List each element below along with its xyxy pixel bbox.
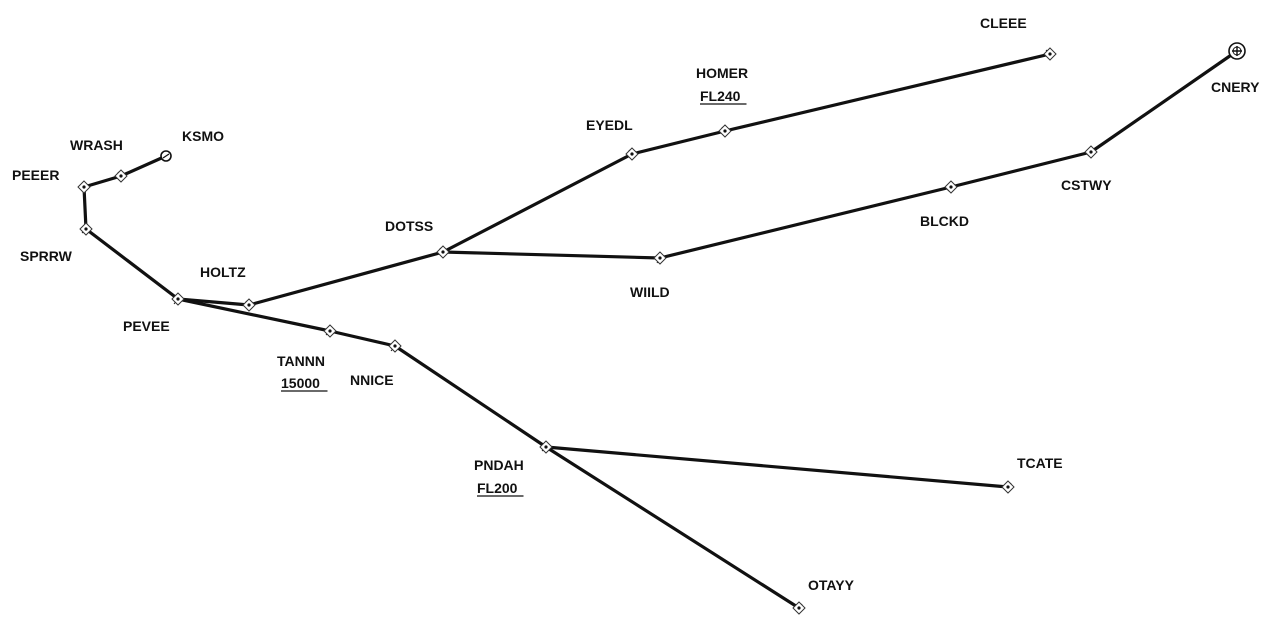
route-segment-dotss-eyedl — [441, 152, 634, 254]
waypoint-center-dot — [82, 185, 86, 189]
fix-label-ksmo: KSMO — [182, 128, 224, 144]
fix-label-cstwy: CSTWY — [1061, 177, 1112, 193]
fix-label-wiild: WIILD — [630, 284, 670, 300]
fix-holtz[interactable] — [242, 298, 256, 312]
fix-cnery[interactable] — [1228, 42, 1246, 60]
route-segment-holtz-dotss — [247, 250, 445, 307]
fix-label-cnery: CNERY — [1211, 79, 1260, 95]
runway-mark — [162, 153, 170, 159]
fix-sprrw[interactable] — [79, 222, 93, 236]
waypoint-center-dot — [544, 445, 548, 449]
fix-wrash[interactable] — [114, 169, 128, 183]
fix-eyedl[interactable] — [625, 147, 639, 161]
fix-label-wrash: WRASH — [70, 137, 123, 153]
route-segment-dotss-wiild — [441, 250, 662, 260]
fix-homer[interactable] — [718, 124, 732, 138]
fix-label-blckd: BLCKD — [920, 213, 969, 229]
waypoint-center-dot — [1089, 150, 1093, 154]
route-segment-ksmo-wrash — [119, 154, 168, 178]
altitude-restriction-tannn: 15000 — [281, 375, 320, 391]
waypoint-center-dot — [797, 606, 801, 610]
fix-label-sprrw: SPRRW — [20, 248, 73, 264]
waypoint-center-dot — [723, 129, 727, 133]
fix-label-otayy: OTAYY — [808, 577, 855, 593]
waypoint-center-dot — [441, 250, 445, 254]
route-segment-nnice-pndah — [393, 344, 548, 449]
fix-label-peeer: PEEER — [12, 167, 59, 183]
route-segment-tannn-nnice — [328, 329, 397, 348]
label-leader-lines — [79, 49, 1238, 609]
fix-nnice[interactable] — [388, 339, 402, 353]
route-segment-wrash-peeer — [82, 174, 123, 189]
route-segment-eyedl-homer — [630, 129, 727, 156]
waypoint-center-dot — [949, 185, 953, 189]
fix-blckd[interactable] — [944, 180, 958, 194]
route-segment-pndah-tcate — [544, 445, 1010, 489]
route-segment-blckd-cstwy — [949, 150, 1093, 189]
waypoint-center-dot — [247, 303, 251, 307]
waypoint-center-dot — [328, 329, 332, 333]
route-segment-sprrw-pevee — [84, 227, 180, 301]
waypoint-center-dot — [393, 344, 397, 348]
fix-otayy[interactable] — [792, 601, 806, 615]
fix-wiild[interactable] — [653, 251, 667, 265]
fix-pevee[interactable] — [171, 292, 185, 306]
fix-label-eyedl: EYEDL — [586, 117, 633, 133]
fix-labels: KSMO WRASH PEEER SPRRW PEVEE HOLTZ DOTSS EYEDL H… — [12, 15, 1260, 593]
fix-peeer[interactable] — [77, 180, 91, 194]
fix-dotss[interactable] — [436, 245, 450, 259]
fix-cleee[interactable] — [1043, 47, 1057, 61]
waypoint-center-dot — [1048, 52, 1052, 56]
fix-label-dotss: DOTSS — [385, 218, 433, 234]
fix-cstwy[interactable] — [1084, 145, 1098, 159]
fix-tannn[interactable] — [323, 324, 337, 338]
fix-label-tannn: TANNN — [277, 353, 325, 369]
route-segment-peeer-sprrw — [82, 185, 88, 231]
waypoint-center-dot — [176, 297, 180, 301]
vor-crosshair — [1232, 46, 1242, 56]
route-segment-wiild-blckd — [658, 185, 953, 260]
fix-pndah[interactable] — [539, 440, 553, 454]
waypoint-center-dot — [630, 152, 634, 156]
fix-symbols — [77, 42, 1246, 615]
waypoint-center-dot — [119, 174, 123, 178]
waypoint-center-dot — [658, 256, 662, 260]
fix-label-homer: HOMER — [696, 65, 748, 81]
waypoint-center-dot — [84, 227, 88, 231]
altitude-restriction-pndah: FL200 — [477, 480, 518, 496]
fix-tcate[interactable] — [1001, 480, 1015, 494]
fix-label-nnice: NNICE — [350, 372, 394, 388]
route-lines — [82, 49, 1239, 610]
fix-label-tcate: TCATE — [1017, 455, 1063, 471]
route-segment-pevee-tannn — [176, 297, 332, 333]
fix-ksmo[interactable] — [160, 150, 172, 162]
waypoint-center-dot — [1006, 485, 1010, 489]
fix-label-pndah: PNDAH — [474, 457, 524, 473]
route-segment-homer-cleee — [723, 52, 1052, 133]
fix-label-cleee: CLEEE — [980, 15, 1027, 31]
fix-label-holtz: HOLTZ — [200, 264, 246, 280]
route-segment-pndah-otayy — [544, 445, 801, 610]
fix-label-pevee: PEVEE — [123, 318, 170, 334]
route-segment-cstwy-cnery — [1089, 49, 1239, 154]
altitude-restriction-homer: FL240 — [700, 88, 741, 104]
